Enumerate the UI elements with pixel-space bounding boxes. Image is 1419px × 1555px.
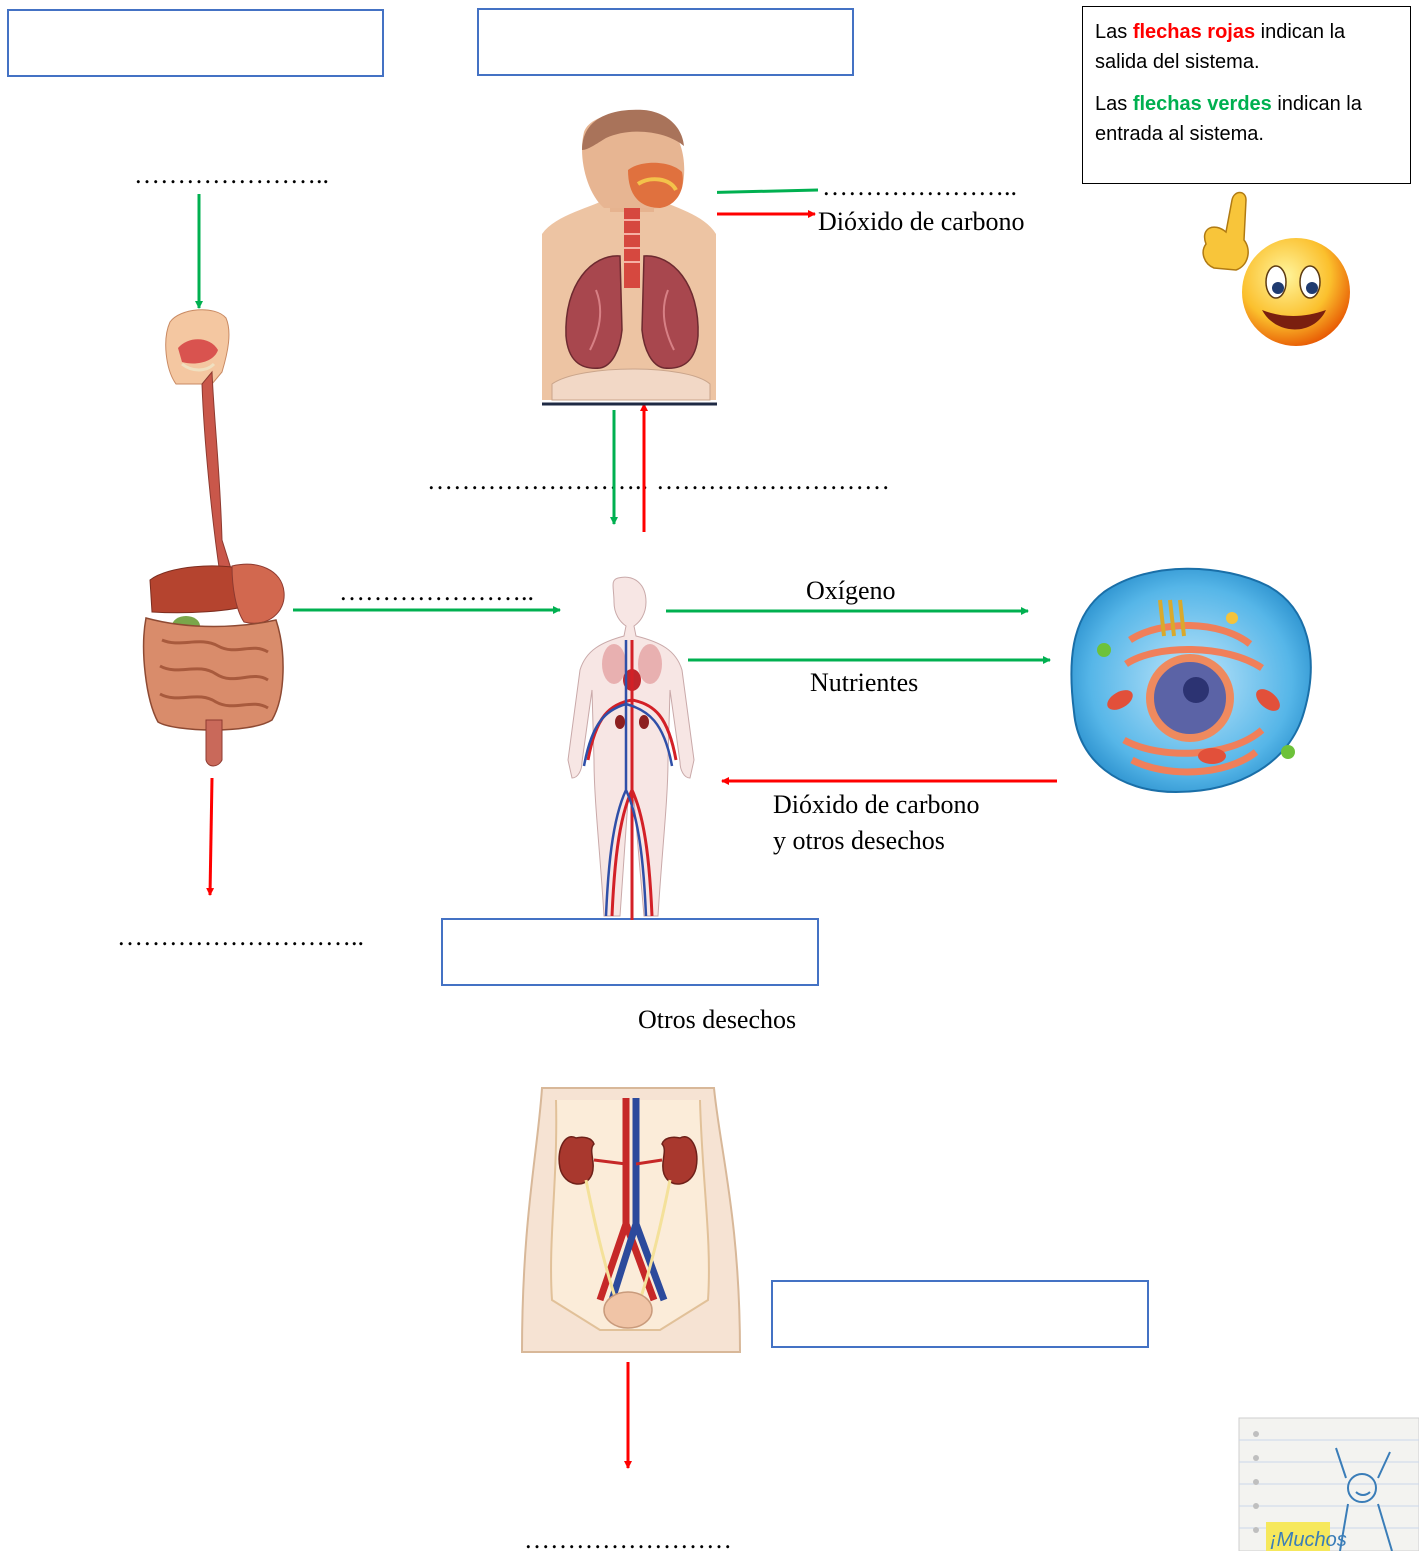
excretory-system-icon [522,1088,740,1352]
circulatory-system-icon [568,577,694,920]
respiratory-system-icon [542,110,717,404]
sticker-text: ¡Muchos [1270,1529,1347,1551]
pointing-smiley-icon [1203,193,1350,347]
cell-icon [1058,556,1320,818]
notebook-sticker-icon: ¡Muchos [1239,1418,1419,1551]
arrow-digestive-output [210,778,212,895]
digestive-system-icon [144,310,285,766]
